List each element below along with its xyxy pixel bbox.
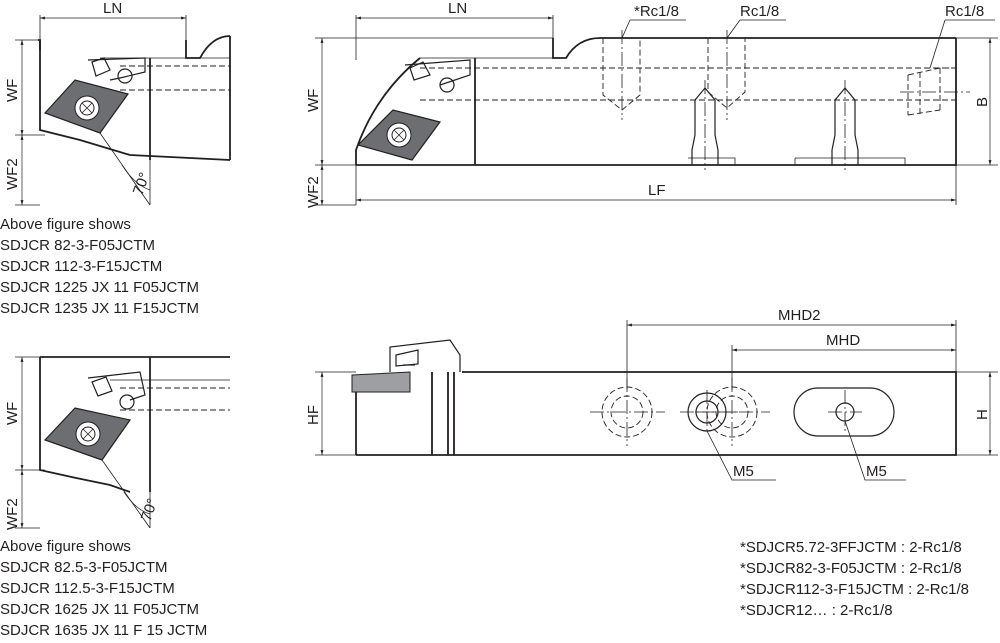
dim-wf2-top-right: WF2 <box>305 176 322 208</box>
dim-wf-top-left: WF <box>4 79 21 102</box>
caption-heading: Above figure shows <box>0 216 131 233</box>
dim-wf2-top-left: WF2 <box>4 158 21 190</box>
caption-model: SDJCR 1625 JX 11 F05JCTM <box>0 601 199 618</box>
top-left-detail-view <box>15 15 231 206</box>
bottom-right-top-view <box>315 320 998 481</box>
caption-model: SDJCR 1225 JX 11 F05JCTM <box>0 279 199 296</box>
footnotes: *SDJCR5.72-3FFJCTM : 2-Rc1/8 *SDJCR82-3-… <box>740 537 969 621</box>
caption-bottom: Above figure shows SDJCR 82.5-3-F05JCTM … <box>0 536 207 641</box>
caption-model: SDJCR 82-3-F05JCTM <box>0 237 156 254</box>
dim-mhd2: MHD2 <box>778 307 821 324</box>
thread-rc-middle: Rc1/8 <box>740 3 779 20</box>
footnote-item: *SDJCR12… : 2-Rc1/8 <box>740 602 893 619</box>
dim-angle-bottom-left: 70° <box>138 496 162 523</box>
top-right-side-view <box>315 15 998 206</box>
dim-wf-bottom-left: WF <box>4 402 21 425</box>
dim-angle-top-left: 70° <box>130 170 154 197</box>
caption-top: Above figure shows SDJCR 82-3-F05JCTM SD… <box>0 214 199 319</box>
thread-rc-side: Rc1/8 <box>945 3 984 20</box>
dim-wf-top-right: WF <box>305 89 322 112</box>
thread-m5-right: M5 <box>866 463 887 480</box>
footnote-item: *SDJCR5.72-3FFJCTM : 2-Rc1/8 <box>740 539 962 556</box>
caption-model: SDJCR 112.5-3-F15JCTM <box>0 580 175 597</box>
dim-ln-top-left: LN <box>103 0 122 17</box>
caption-model: SDJCR 1235 JX 11 F15JCTM <box>0 300 199 317</box>
footnote-item: *SDJCR112-3-F15JCTM : 2-Rc1/8 <box>740 581 969 598</box>
caption-heading: Above figure shows <box>0 538 131 555</box>
dim-h: H <box>974 409 991 420</box>
dim-ln-top-right: LN <box>448 0 467 17</box>
dim-lf: LF <box>648 182 666 199</box>
bottom-left-detail-view <box>15 356 230 529</box>
footnote-item: *SDJCR82-3-F05JCTM : 2-Rc1/8 <box>740 560 962 577</box>
thread-rc-star: *Rc1/8 <box>634 3 679 20</box>
caption-model: SDJCR 82.5-3-F05JCTM <box>0 559 168 576</box>
dim-hf: HF <box>305 405 322 425</box>
caption-model: SDJCR 1635 JX 11 F 15 JCTM <box>0 622 208 639</box>
dim-b: B <box>974 97 991 107</box>
caption-model: SDJCR 112-3-F15JCTM <box>0 258 163 275</box>
thread-m5-left: M5 <box>733 463 754 480</box>
dim-wf2-bottom-left: WF2 <box>4 498 21 530</box>
dim-mhd: MHD <box>826 332 860 349</box>
